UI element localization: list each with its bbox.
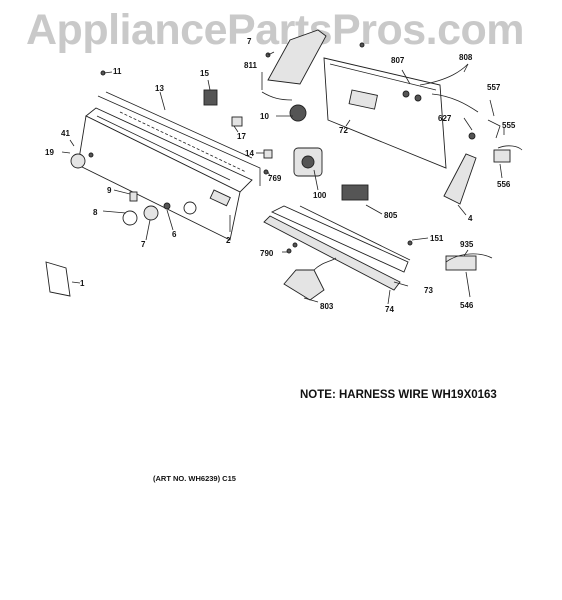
callout-label: 13	[155, 84, 164, 93]
callout-label: 2	[226, 236, 231, 245]
callout-label: 9	[107, 186, 112, 195]
art-number: (ART NO. WH6239) C15	[153, 474, 236, 483]
callout-label: 546	[460, 301, 474, 310]
callout-label: 803	[320, 302, 334, 311]
trim-part	[263, 205, 413, 291]
callout-label: 557	[487, 83, 501, 92]
callout-label: 17	[237, 132, 246, 141]
panel-frame-part	[97, 91, 261, 186]
timer-and-hose-parts	[261, 91, 369, 201]
leader-lines	[61, 51, 505, 305]
inlet-hoses-part	[402, 63, 501, 140]
callout-label: 808	[459, 53, 473, 62]
backsplash-part	[323, 57, 447, 169]
callout-labels: 1 2 4 6 7 7 8 9 10 11 13 14 15 17 19 41 …	[45, 37, 516, 314]
callout-label: 73	[424, 286, 433, 295]
callout-label: 8	[93, 208, 98, 217]
harness-note: NOTE: HARNESS WIRE WH19X0163	[300, 389, 497, 401]
callout-label: 790	[260, 249, 274, 258]
callout-label: 4	[468, 214, 473, 223]
callout-label: 7	[141, 240, 146, 249]
callout-label: 7	[247, 37, 252, 46]
callout-label: 14	[245, 149, 254, 158]
callout-label: 72	[339, 126, 348, 135]
callout-label: 11	[113, 67, 122, 76]
callout-label: 1	[80, 279, 85, 288]
callout-label: 807	[391, 56, 405, 65]
callout-label: 41	[61, 129, 70, 138]
callout-label: 769	[268, 174, 282, 183]
end-cap-part	[443, 145, 523, 205]
bracket-part	[265, 29, 365, 85]
callout-label: 100	[313, 191, 327, 200]
callout-label: 19	[45, 148, 54, 157]
watermark-logo: AppliancePartsPros.com	[26, 6, 525, 54]
switch-parts	[100, 70, 273, 175]
callout-label: 10	[260, 112, 269, 121]
callout-label: 555	[502, 121, 516, 130]
packet-part	[45, 261, 71, 297]
callout-label: 811	[244, 61, 257, 70]
callout-label: 805	[384, 211, 398, 220]
callout-label: 15	[200, 69, 209, 78]
callout-label: 151	[430, 234, 444, 243]
callout-label: 935	[460, 240, 474, 249]
callout-label: 556	[497, 180, 511, 189]
control-panel-part	[77, 107, 253, 241]
knob-parts	[70, 152, 171, 226]
callout-label: 627	[438, 114, 452, 123]
callout-label: 74	[385, 305, 394, 314]
callout-label: 6	[172, 230, 177, 239]
harness-parts	[283, 248, 493, 301]
